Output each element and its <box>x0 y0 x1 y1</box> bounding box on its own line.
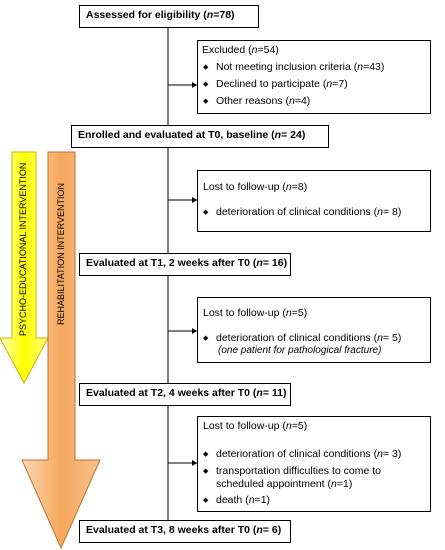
bullet-icon: ◆ <box>203 497 209 504</box>
lost-followup-item-cont: scheduled appointment (n=1) <box>216 478 353 490</box>
stage-t3-text: Evaluated at T3, 8 weeks after T0 (n= 6) <box>86 524 282 536</box>
lost-followup-item: deterioration of clinical conditions (n=… <box>216 332 402 344</box>
lost-followup-item: death (n=1) <box>216 494 271 506</box>
bullet-icon: ◆ <box>203 451 209 458</box>
bullet-icon: ◆ <box>203 468 209 475</box>
rehab-intervention-label: REHABILITATION INTERVENTION <box>56 182 66 325</box>
lost-followup-box-2 <box>197 297 431 363</box>
stage-t3-box <box>79 520 291 543</box>
excluded-item: Declined to participate (n=7) <box>216 78 348 90</box>
excluded-box <box>197 40 431 114</box>
psycho-intervention-label: PSYCHO-EDUCATIONAL INTERVENTION <box>18 162 28 336</box>
bullet-icon: ◆ <box>203 81 209 88</box>
stage-t2-box <box>79 383 291 406</box>
lost-followup-title: Lost to follow-up (n=8) <box>203 181 308 193</box>
excluded-item: Other reasons (n=4) <box>216 95 311 107</box>
excluded-item: Not meeting inclusion criteria (n=43) <box>216 61 385 73</box>
lost-followup-item: deterioration of clinical conditions (n=… <box>216 448 402 460</box>
bullet-icon: ◆ <box>203 64 209 71</box>
stage-assessed-text: Assessed for eligibility (n=78) <box>86 9 235 21</box>
lost-followup-note: (one patient for pathological fracture) <box>218 345 382 356</box>
stage-enrolled-box <box>71 125 329 148</box>
lost-followup-box-1 <box>197 170 431 232</box>
bullet-icon: ◆ <box>203 335 209 342</box>
lost-followup-title: Lost to follow-up (n=5) <box>203 307 308 319</box>
bullet-icon: ◆ <box>203 209 209 216</box>
rehab-intervention-arrow <box>21 151 101 550</box>
stage-t2-text: Evaluated at T2, 4 weeks after T0 (n= 11… <box>86 387 287 399</box>
lost-followup-box-3 <box>197 416 431 512</box>
excluded-title: Excluded (n=54) <box>202 44 279 56</box>
stage-t1-text: Evaluated at T1, 2 weeks after T0 (n= 16… <box>86 257 288 269</box>
stage-t1-box <box>79 253 291 276</box>
lost-followup-title: Lost to follow-up (n=5) <box>203 420 308 432</box>
stage-enrolled-text: Enrolled and evaluated at T0, baseline (… <box>78 129 306 141</box>
lost-followup-item: transportation difficulties to come to <box>216 465 381 477</box>
stage-assessed-box <box>79 5 259 28</box>
psycho-intervention-arrow <box>0 151 49 385</box>
lost-followup-item: deterioration of clinical conditions (n=… <box>216 206 402 218</box>
bullet-icon: ◆ <box>203 98 209 105</box>
